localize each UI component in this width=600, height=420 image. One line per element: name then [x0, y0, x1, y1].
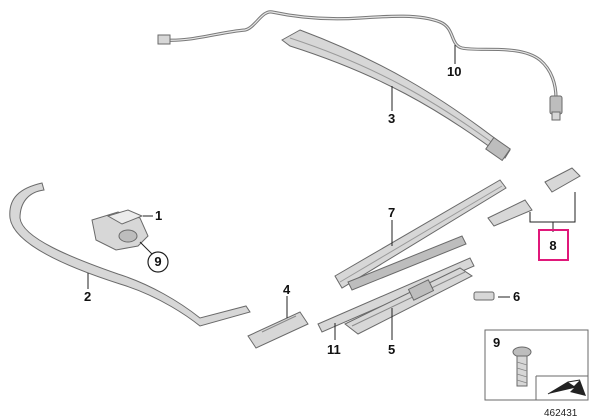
seal-frame-icon — [9, 182, 251, 327]
drain-hose-icon — [157, 34, 563, 121]
cable-hose-part[interactable] — [157, 10, 563, 121]
slider-part-5[interactable] — [344, 267, 473, 335]
callout-10: 10 — [447, 64, 461, 79]
orientation-arrow-icon — [547, 379, 586, 396]
diagram-number: 462431 — [544, 408, 578, 419]
end-pieces-part-8[interactable] — [487, 167, 581, 227]
screw-icon — [512, 346, 532, 387]
callout-1: 1 — [155, 208, 162, 223]
guide-part-11[interactable] — [317, 257, 475, 333]
legend-panel: 9 — [484, 329, 589, 401]
guide-rail-top-part[interactable] — [281, 29, 511, 162]
leader-lines — [87, 45, 576, 340]
callout-8: 8 — [549, 238, 556, 253]
callout-5: 5 — [388, 342, 395, 357]
highlight-box — [538, 229, 569, 261]
callout-4: 4 — [283, 282, 291, 297]
rail-part-7[interactable] — [334, 179, 507, 291]
bracket-part-4[interactable] — [247, 311, 309, 349]
sunroof-motor-icon — [91, 209, 149, 251]
seal-frame-part[interactable] — [9, 182, 251, 327]
callout-9: 9 — [154, 254, 161, 269]
callout-11: 11 — [327, 342, 341, 357]
callout-6: 6 — [513, 289, 520, 304]
callout-2: 2 — [84, 289, 91, 304]
motor-part[interactable] — [91, 209, 149, 251]
callout-3: 3 — [388, 111, 395, 126]
clip-part-6[interactable] — [473, 291, 495, 301]
guide-rail-icon — [281, 29, 511, 162]
callout-7: 7 — [388, 205, 395, 220]
legend-callout: 9 — [493, 335, 500, 350]
callout-9-circle — [147, 251, 169, 273]
